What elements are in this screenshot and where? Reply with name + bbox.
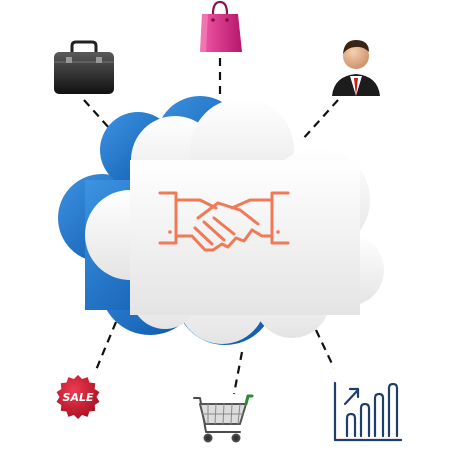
sale-badge-icon: SALE <box>56 375 100 419</box>
connector-line-businessman <box>301 99 339 141</box>
connector-line-cart <box>232 351 244 395</box>
sale-badge-label: SALE <box>63 391 94 404</box>
shopping-bag-icon <box>200 0 242 52</box>
businessman-icon <box>332 40 380 96</box>
handshake-icon <box>158 191 290 252</box>
growth-chart-icon <box>333 381 403 442</box>
connector-line-chart <box>315 329 335 369</box>
briefcase-icon <box>54 40 114 94</box>
connector-line-sale <box>94 321 118 371</box>
shopping-cart-icon <box>193 394 254 443</box>
